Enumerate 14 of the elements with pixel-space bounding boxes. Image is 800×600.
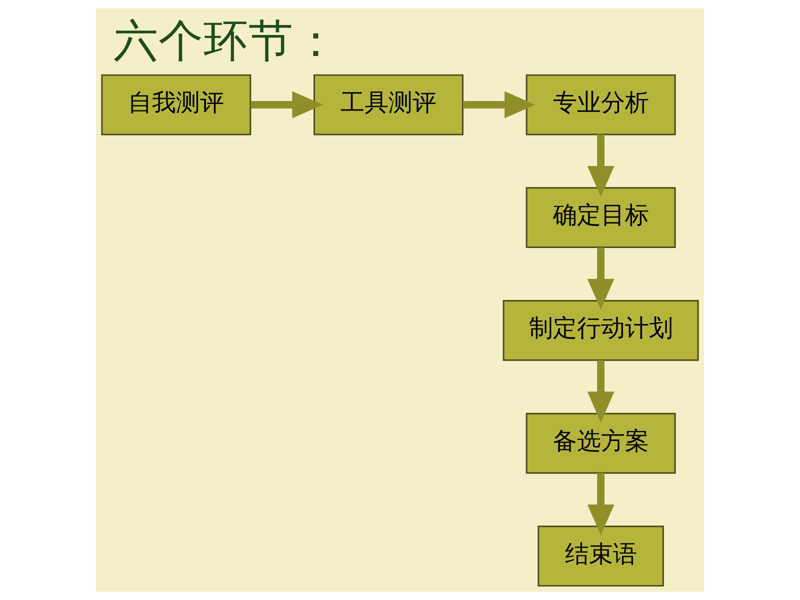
node-box: 备选方案 — [526, 412, 676, 474]
node-box: 专业分析 — [526, 74, 676, 136]
node-box: 确定目标 — [526, 187, 676, 248]
arrow — [587, 247, 614, 310]
diagram-title: 六个环节： — [113, 14, 338, 67]
arrow — [463, 91, 536, 118]
arrow — [587, 473, 614, 536]
node-box: 制定行动计划 — [502, 300, 699, 361]
node-box: 结束语 — [538, 526, 664, 587]
node-box: 工具测评 — [314, 74, 464, 136]
arrow — [250, 91, 323, 118]
arrow — [587, 360, 614, 422]
arrow — [587, 134, 614, 197]
node-box: 自我测评 — [101, 74, 252, 136]
